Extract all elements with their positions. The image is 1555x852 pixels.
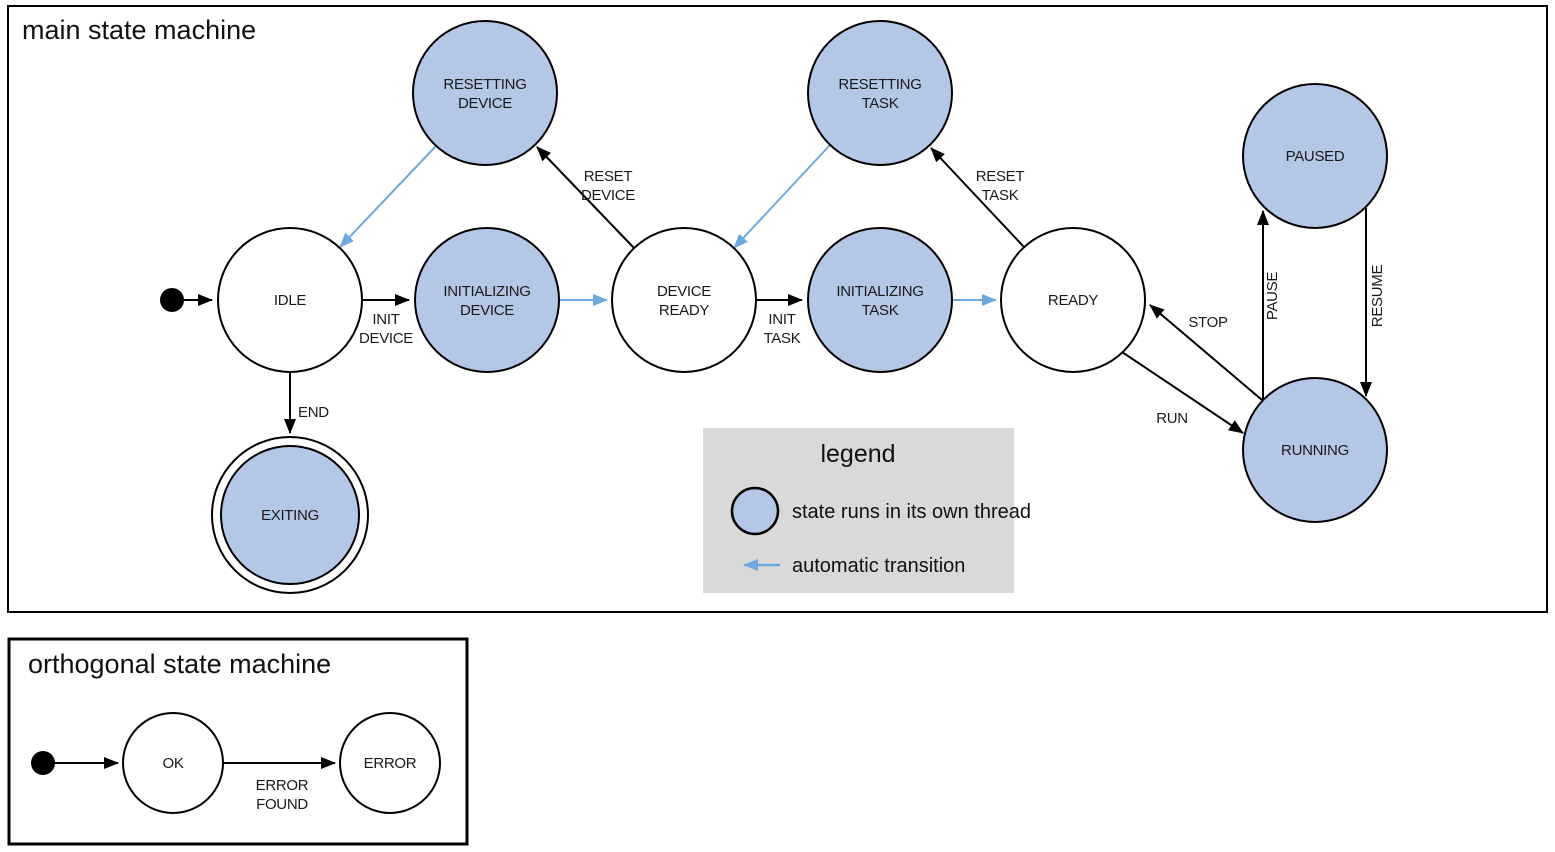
legend-automatic-label: automatic transition (792, 555, 965, 577)
state-label-resetting-task: TASK (862, 95, 899, 112)
transition-label-end: END (298, 404, 329, 421)
state-label-resetting-task: RESETTING (838, 76, 921, 93)
state-running (1242, 377, 1388, 523)
state-label-initializing-task: TASK (862, 302, 899, 319)
state-label-resetting-device: DEVICE (458, 95, 512, 112)
state-label-idle: IDLE (274, 292, 306, 309)
state-label-error: ERROR (364, 755, 417, 772)
transition-arrow-stop (1149, 304, 1263, 401)
ortho-initial-state-dot (31, 751, 55, 775)
transition-label-reset-device: DEVICE (581, 187, 635, 204)
auto-transition-arrow-resetting-device-to-idle (339, 145, 437, 248)
state-ok (122, 712, 224, 814)
state-exiting (220, 445, 360, 585)
state-label-device-ready: DEVICE (657, 283, 711, 300)
transition-label-stop: STOP (1188, 314, 1228, 331)
ortho-transition-label-error-found: FOUND (256, 796, 308, 813)
state-resetting-device (412, 20, 558, 166)
transition-label-reset-task: RESET (976, 168, 1025, 185)
state-label-ok: OK (162, 755, 183, 772)
state-device-ready (611, 227, 757, 373)
state-initializing-task (807, 227, 953, 373)
ortho-title: orthogonal state machine (28, 649, 331, 679)
transition-arrow-reset-task (930, 147, 1025, 248)
transition-label-reset-task: TASK (982, 187, 1019, 204)
state-error (339, 712, 441, 814)
state-label-device-ready: READY (659, 302, 709, 319)
transition-label-init-device: DEVICE (359, 330, 413, 347)
transition-arrow-run (1121, 351, 1244, 434)
auto-transition-arrow-resetting-task-to-device-ready (733, 144, 831, 249)
ortho-box (7, 637, 469, 846)
main-box (7, 5, 1548, 613)
state-initializing-device (414, 227, 560, 373)
transition-label-init-task: TASK (764, 330, 801, 347)
state-label-resetting-device: RESETTING (443, 76, 526, 93)
state-label-initializing-task: INITIALIZING (836, 283, 923, 300)
transition-label-run: RUN (1156, 410, 1188, 427)
transition-label-pause: PAUSE (1264, 272, 1281, 321)
transition-label-init-task: INIT (768, 311, 795, 328)
state-resetting-task (807, 20, 953, 166)
legend-threaded-state-icon (730, 486, 780, 536)
state-idle (217, 227, 363, 373)
state-label-ready: READY (1048, 292, 1098, 309)
state-label-initializing-device: DEVICE (460, 302, 514, 319)
ortho-transition-label-error-found: ERROR (256, 777, 309, 794)
state-label-paused: PAUSED (1286, 148, 1345, 165)
state-label-initializing-device: INITIALIZING (443, 283, 530, 300)
state-label-exiting: EXITING (261, 507, 319, 524)
state-label-running: RUNNING (1281, 442, 1349, 459)
transition-arrow-reset-device (536, 146, 635, 249)
transition-label-init-device: INIT (372, 311, 399, 328)
legend-threaded-label: state runs in its own thread (792, 501, 1031, 523)
state-ready (1000, 227, 1146, 373)
transition-label-resume: RESUME (1369, 265, 1386, 328)
initial-state-dot (160, 288, 184, 312)
legend-title: legend (820, 440, 895, 468)
transition-label-reset-device: RESET (584, 168, 633, 185)
main-title: main state machine (22, 15, 256, 45)
state-paused (1242, 83, 1388, 229)
